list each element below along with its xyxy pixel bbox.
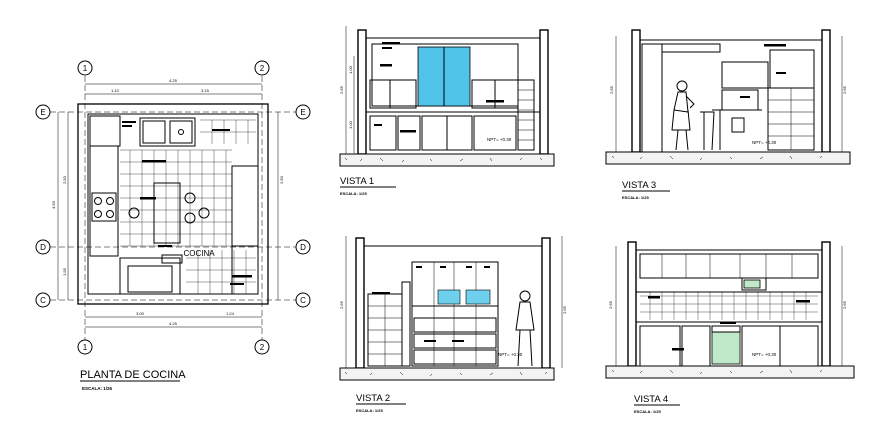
npt-label: NPT= +0.30 <box>487 137 512 142</box>
dim-text: 1.00 <box>348 65 353 74</box>
plan-title: PLANTA DE COCINA <box>80 369 186 381</box>
axis-col-right: 2 2 <box>254 60 270 355</box>
chair-icon <box>184 212 196 224</box>
vista-3-title: VISTA 3 <box>622 180 656 191</box>
elevation-vista-2: 2.65 2.65 NPT= +0.30 VISTA 2 <box>339 236 567 413</box>
dim-text: 4.25 <box>169 321 178 326</box>
plan-walls <box>77 103 269 305</box>
dim-text: 1.95 <box>62 267 67 276</box>
axis-label: D <box>40 243 46 252</box>
dim-text: 3.15 <box>201 88 210 93</box>
vista-1-title: VISTA 1 <box>340 176 374 187</box>
dim-text: 2.65 <box>842 300 847 309</box>
axis-label: E <box>300 108 305 117</box>
ground-section <box>605 365 855 379</box>
kitchen-floor-plan: 1 1 2 2 E E D D C <box>35 60 311 391</box>
dim-text: 3.00 <box>136 311 145 316</box>
microwave <box>741 277 767 291</box>
cabinet-glass <box>465 289 491 305</box>
stove-icon <box>91 192 117 222</box>
dim-text: 2.65 <box>842 85 847 94</box>
plan-furniture <box>89 115 259 295</box>
dim-text: 4.50 <box>51 200 56 209</box>
dim-text: 2.65 <box>608 300 613 309</box>
chair-icon <box>128 207 140 219</box>
vista-2-scale: ESCALA: 1/25 <box>356 408 383 413</box>
vista-4-title: VISTA 4 <box>634 394 668 405</box>
axis-label: 1 <box>83 64 88 73</box>
dim-text: 2.65 <box>339 85 344 94</box>
npt-label: NPT= +0.30 <box>752 140 777 145</box>
axis-label: 2 <box>260 64 265 73</box>
vista-2-title: VISTA 2 <box>356 393 390 404</box>
elevation-vista-1: 2.65 1.00 1.00 NPT= +0.30 VISTA 1 E <box>339 26 555 196</box>
axis-label: 2 <box>260 343 265 352</box>
axis-label: E <box>40 108 45 117</box>
dim-text: 1.24 <box>226 311 235 316</box>
oven <box>711 331 741 365</box>
dim-text: 2.65 <box>562 305 567 314</box>
plan-text-blocks <box>122 121 252 285</box>
dim-text: 2.50 <box>279 175 284 184</box>
ground-section <box>605 151 851 165</box>
vista-4-scale: ESCALA: 1/25 <box>634 409 661 414</box>
plan-dimensions: 4.25 1.10 3.15 4.50 2.50 1.95 2.50 3.00 … <box>51 78 284 328</box>
axis-row-c: C C <box>35 292 311 308</box>
axis-label: D <box>300 243 306 252</box>
person-figure <box>515 290 535 367</box>
axis-row-e: E E <box>35 104 311 120</box>
axis-col-left: 1 1 <box>77 60 93 355</box>
vista-3-scale: ESCALA: 1/25 <box>622 195 649 200</box>
axis-label: 1 <box>83 343 88 352</box>
dim-text: 1.10 <box>111 88 120 93</box>
cabinet-glass <box>437 289 461 305</box>
elevation-vista-3: 2.65 2.65 NPT= +0.30 VISTA 3 <box>605 29 851 200</box>
dim-text: 1.00 <box>348 120 353 129</box>
dim-text: 4.25 <box>169 78 178 83</box>
dim-text: 2.65 <box>339 300 344 309</box>
vista-1-scale: ESCALA: 1/25 <box>340 191 367 196</box>
chair-icon <box>198 207 210 219</box>
axis-label: C <box>40 296 46 305</box>
person-figure <box>671 80 695 151</box>
room-label: COCINA <box>183 249 215 258</box>
axis-label: C <box>300 296 306 305</box>
chair-icon <box>184 192 196 204</box>
npt-label: NPT= +0.30 <box>498 352 523 357</box>
ground-section <box>339 367 555 381</box>
dim-text: 2.50 <box>62 175 67 184</box>
dining-table <box>153 182 181 244</box>
dim-text: 2.65 <box>609 85 614 94</box>
npt-label: NPT= +0.30 <box>752 352 777 357</box>
ground-section <box>339 153 555 167</box>
plan-scale: ESCALA: 1/25 <box>82 386 113 391</box>
elevation-vista-4: 2.65 2.65 NPT= +0.30 VISTA 4 ESCALA: 1/2… <box>605 241 855 414</box>
axis-row-d: D D <box>35 239 311 255</box>
